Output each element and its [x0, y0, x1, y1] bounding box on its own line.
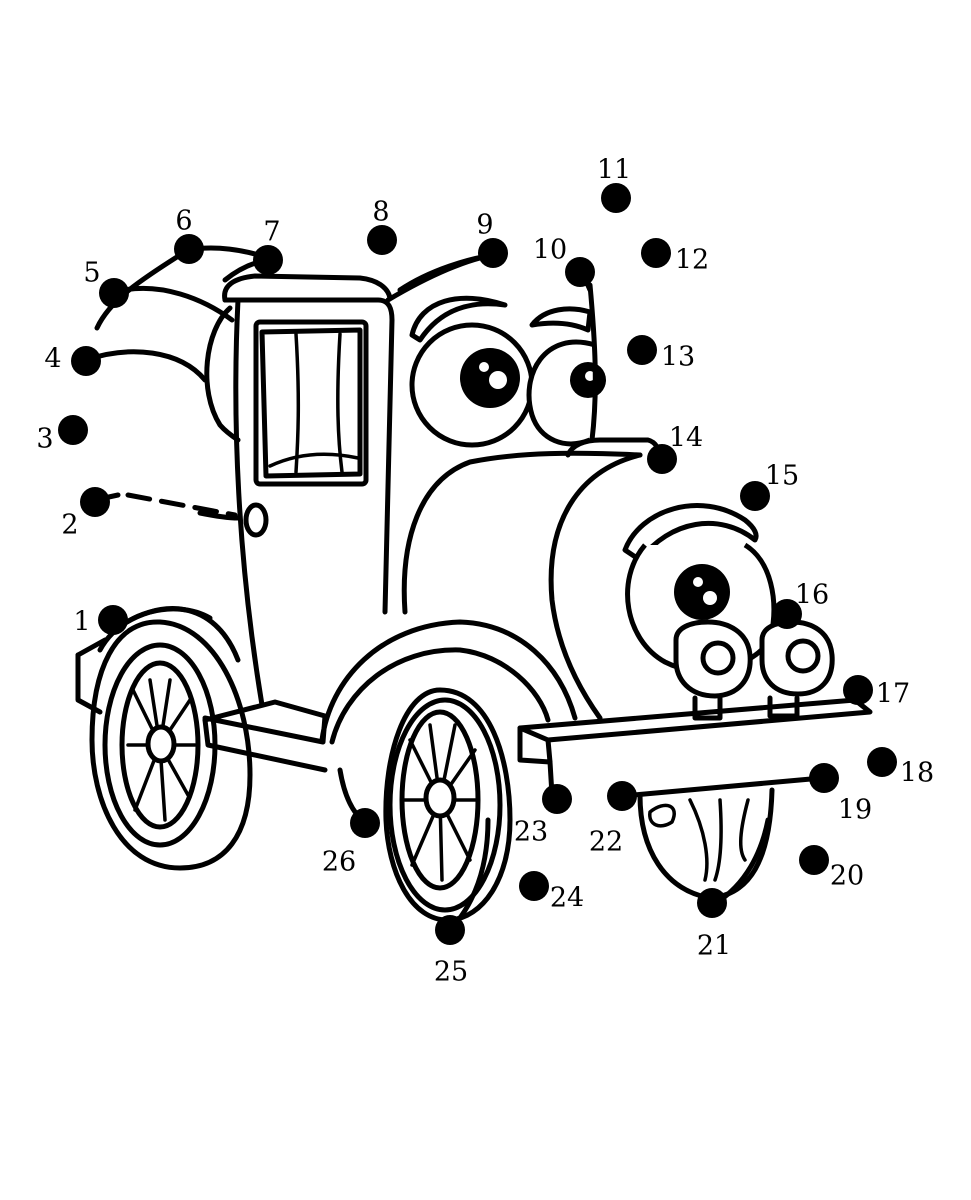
dot-label-21: 21 — [697, 931, 731, 962]
front-wheel — [337, 687, 513, 923]
dot-24 — [519, 871, 549, 901]
dot-4 — [71, 346, 101, 376]
dot-label-17: 17 — [876, 679, 910, 710]
dot-15 — [740, 481, 770, 511]
dot-label-18: 18 — [900, 758, 934, 789]
dot-9 — [478, 238, 508, 268]
dot-1 — [98, 605, 128, 635]
dot-label-7: 7 — [263, 217, 280, 248]
dot-7 — [253, 245, 283, 275]
dot-label-14: 14 — [669, 423, 703, 454]
dot-label-15: 15 — [765, 461, 799, 492]
dot-label-20: 20 — [830, 861, 864, 892]
dot-label-10: 10 — [533, 235, 567, 266]
dot-2 — [80, 487, 110, 517]
dot-23 — [542, 784, 572, 814]
dot-6 — [174, 234, 204, 264]
dot-label-1: 1 — [73, 607, 90, 638]
dot-20 — [799, 845, 829, 875]
dot-17 — [843, 675, 873, 705]
dot-label-23: 23 — [514, 817, 548, 848]
dot-25 — [435, 915, 465, 945]
dot-label-19: 19 — [838, 795, 872, 826]
dot-10 — [565, 257, 595, 287]
dot-8 — [367, 225, 397, 255]
dot-label-5: 5 — [83, 258, 100, 289]
dot-13 — [627, 335, 657, 365]
dot-12 — [641, 238, 671, 268]
dot-14 — [647, 444, 677, 474]
dot-label-11: 11 — [597, 155, 631, 186]
dot-16 — [772, 599, 802, 629]
far-wheel — [619, 775, 825, 901]
dot-26 — [350, 808, 380, 838]
dot-label-9: 9 — [476, 210, 493, 241]
dot-label-13: 13 — [661, 342, 695, 373]
dot-label-6: 6 — [175, 206, 192, 237]
dot-label-4: 4 — [44, 344, 61, 375]
dot-11 — [601, 183, 631, 213]
dot-label-12: 12 — [675, 245, 709, 276]
dot-19 — [809, 763, 839, 793]
dot-label-3: 3 — [36, 424, 53, 455]
dot-21 — [697, 888, 727, 918]
front-bumper — [517, 697, 873, 798]
dot-label-26: 26 — [322, 847, 356, 878]
dot-label-8: 8 — [372, 197, 389, 228]
cab — [204, 273, 395, 708]
dot-3 — [58, 415, 88, 445]
dot-label-16: 16 — [795, 580, 829, 611]
hood — [401, 282, 663, 721]
rear-wheel — [89, 606, 253, 871]
dot-label-22: 22 — [589, 827, 623, 858]
dot-label-25: 25 — [434, 957, 468, 988]
dot-18 — [867, 747, 897, 777]
rear-fender — [75, 606, 241, 715]
front-fender — [319, 619, 578, 745]
dot-label-2: 2 — [61, 510, 78, 541]
dot-label-24: 24 — [550, 883, 584, 914]
dot-22 — [607, 781, 637, 811]
dot-5 — [99, 278, 129, 308]
